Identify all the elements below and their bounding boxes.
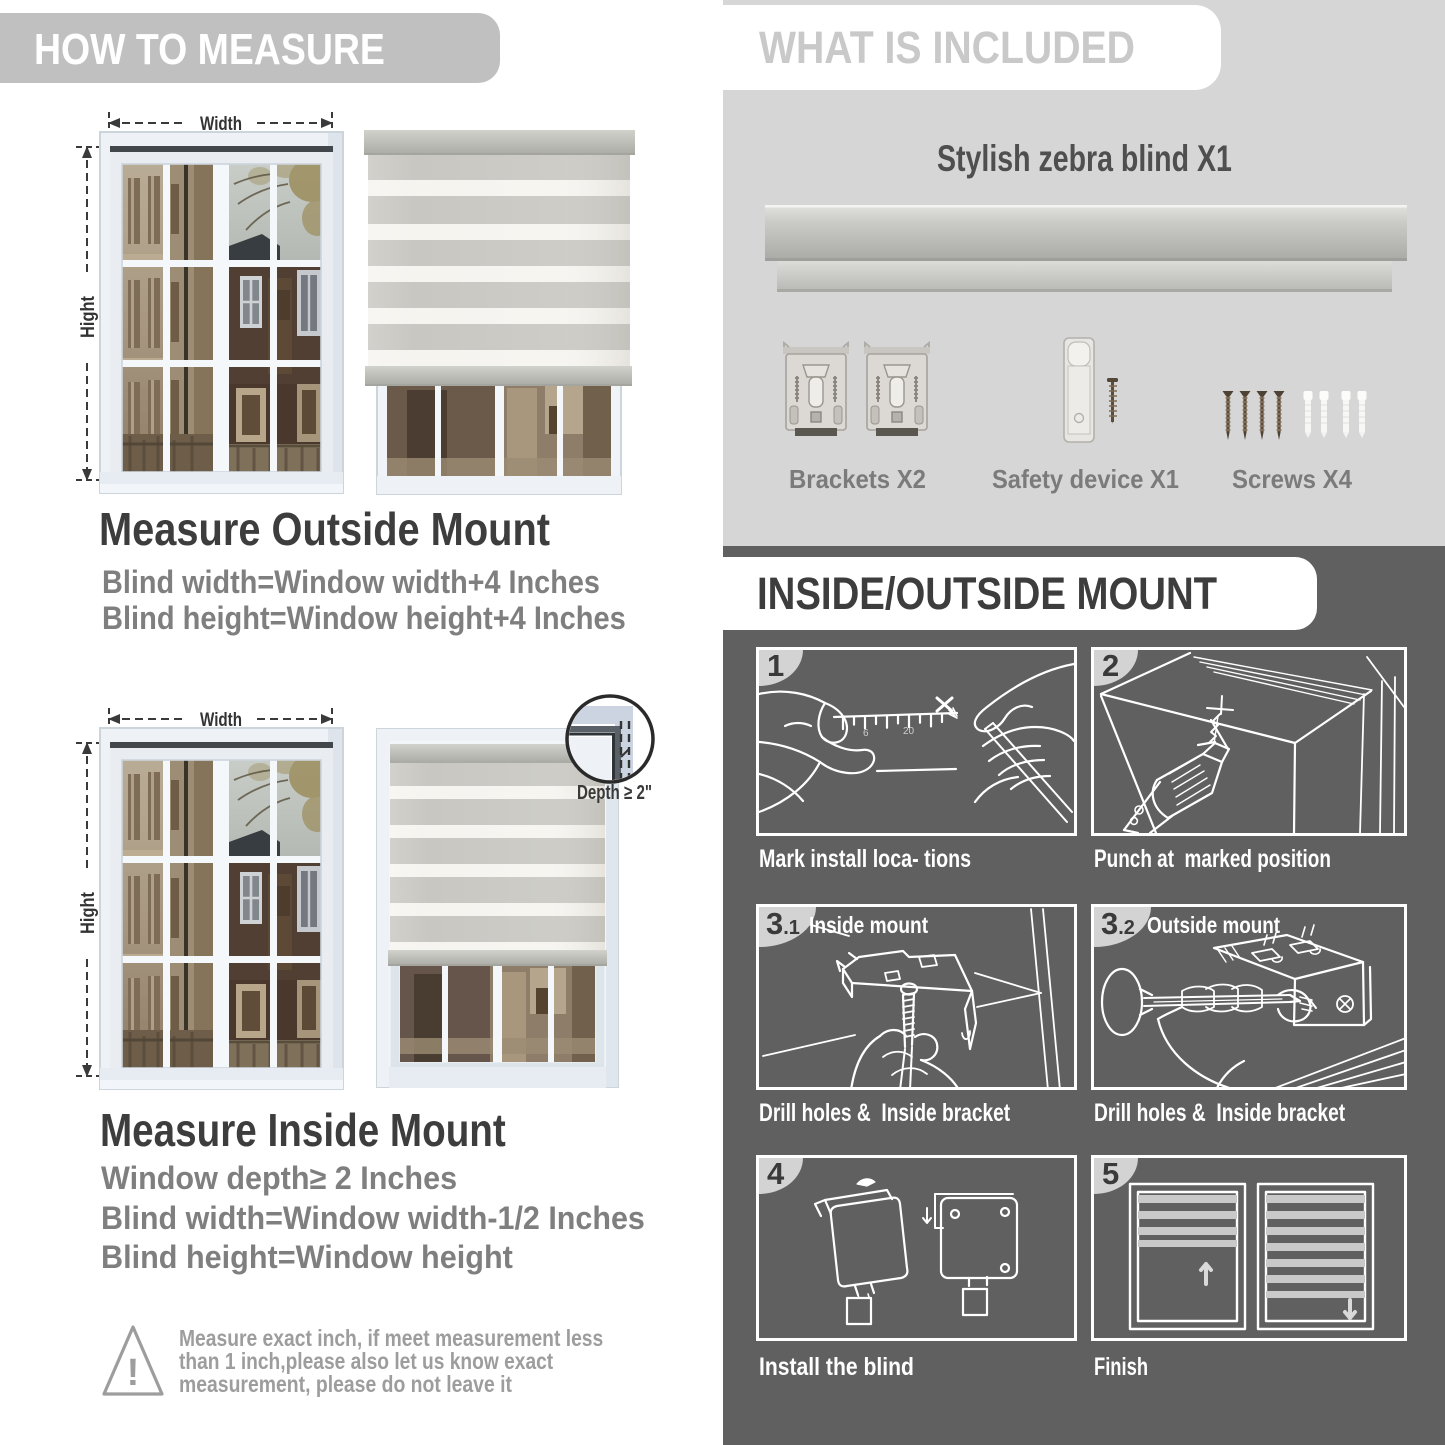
svg-text:!: ! xyxy=(127,1352,140,1394)
